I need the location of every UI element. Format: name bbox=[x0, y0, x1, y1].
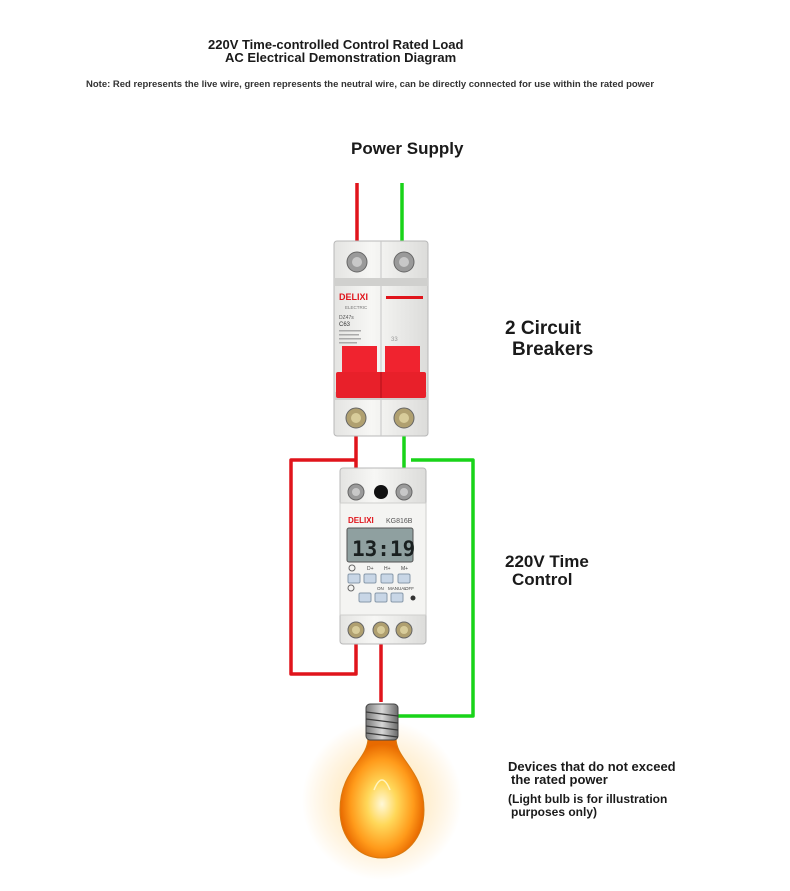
breaker-pole-mark: 33 bbox=[391, 337, 398, 343]
timer-lcd-display bbox=[346, 527, 414, 563]
light-bulb bbox=[302, 703, 462, 880]
timer-button-m-label: M+ bbox=[401, 566, 408, 572]
timer-reset-button[interactable] bbox=[410, 595, 416, 601]
device-label-line1: Devices that do not exceed bbox=[508, 759, 676, 774]
timer-model: KG816B bbox=[386, 518, 413, 525]
wiring-note: Note: Red represents the live wire, gree… bbox=[86, 79, 655, 90]
breaker-red-stripe bbox=[386, 296, 423, 299]
live-wire-loop bbox=[289, 458, 358, 676]
circuit-breaker: DELIXI ELECTRIC DZ47s C63 33 bbox=[333, 240, 429, 437]
time-controller: DELIXI KG816B 13:19 D+ H+ M+ ON MANUAL O… bbox=[339, 467, 427, 645]
breaker-rating: C63 bbox=[339, 322, 351, 328]
diagram-title-line2: AC Electrical Demonstration Diagram bbox=[225, 50, 457, 65]
timer-button-manual-label: MANUAL bbox=[388, 586, 407, 591]
timer-button-on-label: ON bbox=[377, 586, 384, 591]
device-label-line2: the rated power bbox=[511, 772, 608, 787]
bulb-glass bbox=[339, 737, 425, 859]
timer-button-d-label: D+ bbox=[367, 566, 374, 572]
illustration-note-line2: purposes only) bbox=[511, 805, 598, 819]
timer-label-line1: 220V Time bbox=[505, 552, 589, 571]
breaker-label-line2: Breakers bbox=[512, 339, 594, 360]
timer-indicator-hole bbox=[374, 485, 388, 499]
timer-buttons-row2: ON MANUAL OFF bbox=[347, 584, 414, 592]
breaker-model: DZ47s bbox=[339, 315, 354, 321]
timer-clock-icon bbox=[348, 564, 356, 572]
timer-lcd-time: 13:19 bbox=[352, 537, 415, 561]
timer-button-off-label: OFF bbox=[405, 586, 414, 591]
timer-button-m[interactable] bbox=[397, 573, 411, 584]
timer-button-on[interactable] bbox=[374, 592, 388, 603]
timer-button-program[interactable] bbox=[358, 592, 372, 603]
timer-button-manual[interactable] bbox=[390, 592, 404, 603]
breaker-sub: ELECTRIC bbox=[345, 305, 368, 310]
timer-button-h-label: H+ bbox=[384, 566, 391, 572]
neutral-wire-to-load bbox=[398, 458, 475, 718]
diagram-title-line1: 220V Time-controlled Control Rated Load bbox=[208, 37, 464, 52]
timer-cycle-icon bbox=[347, 584, 355, 592]
timer-label-line2: Control bbox=[512, 570, 573, 589]
breaker-brand: DELIXI bbox=[339, 292, 368, 302]
timer-buttons-row1: D+ H+ M+ bbox=[348, 564, 408, 572]
timer-brand: DELIXI bbox=[348, 516, 374, 525]
bulb-filament bbox=[373, 779, 391, 791]
breaker-label-line1: 2 Circuit bbox=[505, 318, 582, 339]
timer-button-h[interactable] bbox=[380, 573, 394, 584]
illustration-note-line1: (Light bulb is for illustration bbox=[508, 792, 668, 806]
timer-button-clock[interactable] bbox=[347, 573, 361, 584]
power-supply-label: Power Supply bbox=[351, 139, 464, 158]
timer-button-d[interactable] bbox=[363, 573, 377, 584]
